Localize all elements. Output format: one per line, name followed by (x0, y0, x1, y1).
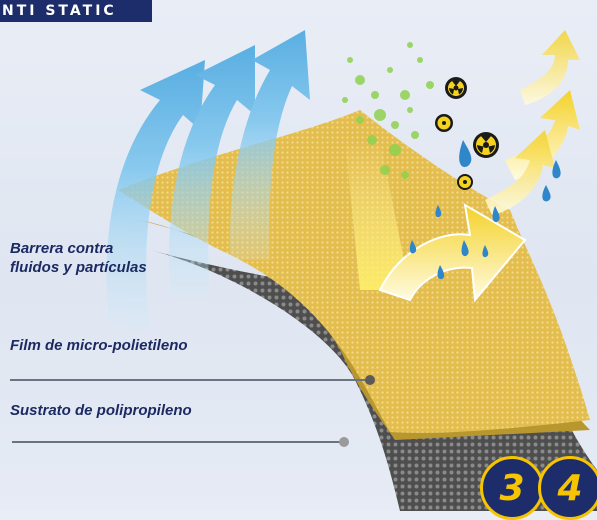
substrate-label: Sustrato de polipropileno (10, 402, 192, 419)
particle-cluster (342, 42, 434, 179)
barrier-label-line1: Barrera contra (10, 240, 114, 257)
badge-3: 3 (480, 456, 544, 520)
droplet-icon (409, 140, 561, 280)
deflect-arrow-icon (378, 30, 580, 303)
leader-lines (10, 375, 375, 447)
film-label: Film de micro-polietileno (10, 337, 188, 354)
hazard-icon (435, 77, 499, 190)
airflow-arrow-icon (106, 30, 310, 330)
barrier-label: Barrera contra fluidos y partículas (10, 239, 147, 277)
barrier-label-line2: fluidos y partículas (10, 259, 147, 276)
product-banner: NTI STATIC (0, 0, 152, 22)
badge-4: 4 (538, 456, 597, 520)
